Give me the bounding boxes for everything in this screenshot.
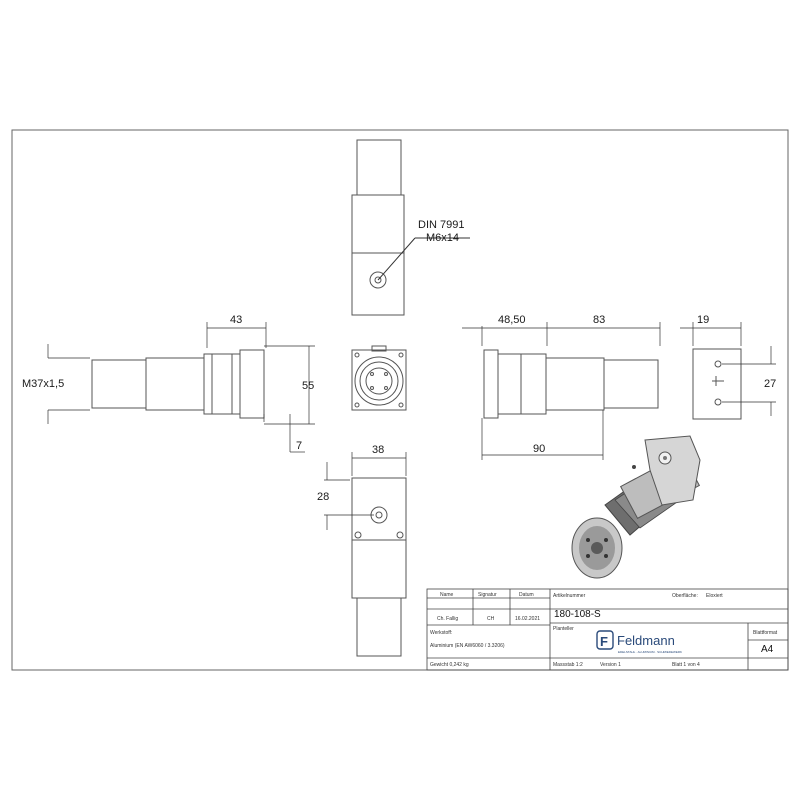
bottom-view (351, 477, 407, 657)
title-date-value: 16.02.2021 (515, 616, 540, 622)
side-dimension-lines (680, 322, 776, 416)
title-name-value: Ch. Fallig (437, 616, 458, 622)
right-dimension-lines (462, 322, 661, 460)
title-col-name: Name (440, 592, 454, 598)
isometric-render (571, 435, 701, 579)
top-view (351, 139, 470, 316)
surface-label: Oberfläche: (672, 593, 698, 599)
material-label: Werkstoff: (430, 630, 452, 636)
version-label: Version 1 (600, 662, 621, 668)
logo-letter: F (600, 634, 608, 649)
sheet-label: Blatt 1 von 4 (672, 662, 700, 668)
scale-label: Massstab 1:2 (553, 662, 583, 668)
side-view (692, 348, 742, 420)
right-b-label: 83 (593, 314, 605, 326)
side-width-label: 19 (697, 314, 709, 326)
left-view (91, 349, 265, 419)
plan-label: Planteller (553, 626, 574, 632)
format-value: A4 (761, 644, 774, 655)
bottom-height-label: 28 (317, 491, 329, 503)
title-block-frame (426, 588, 789, 671)
left-dimension-lines (47, 322, 315, 453)
left-offset-label: 7 (296, 440, 302, 452)
right-view (483, 349, 659, 419)
bottom-dimension-lines (324, 452, 407, 530)
screw-callout-label: M6x14 (426, 232, 459, 244)
left-height-label: 55 (302, 380, 314, 392)
title-col-signature: Signatur (478, 592, 497, 598)
weight-label: Gewicht 0,242 kg (430, 662, 469, 668)
front-view (351, 345, 407, 411)
title-col-date: Datum (519, 592, 534, 598)
article-number: 180-108-S (554, 609, 601, 620)
article-label: Artikelnummer (553, 593, 586, 599)
left-width-label: 43 (230, 314, 242, 326)
surface-value: Eloxiert (706, 593, 723, 599)
bottom-width-label: 38 (372, 444, 384, 456)
right-a-label: 48,50 (498, 314, 526, 326)
title-signature-value: CH (487, 616, 495, 622)
drawing-frame (11, 129, 789, 671)
company-name: Feldmann (617, 633, 675, 648)
thread-label: M37x1,5 (22, 378, 64, 390)
din-callout-label: DIN 7991 (418, 219, 464, 231)
material-value: Aluminium (EN AW6060 / 3.3206) (430, 643, 505, 649)
company-tagline: EDELSTAHL · ALUMINIUM · SCHMIEDEWERK (618, 650, 682, 654)
format-label: Blattformat (753, 630, 778, 636)
right-total-label: 90 (533, 443, 545, 455)
company-logo: F Feldmann EDELSTAHL · ALUMINIUM · SCHMI… (596, 630, 682, 654)
side-height-label: 27 (764, 378, 776, 390)
